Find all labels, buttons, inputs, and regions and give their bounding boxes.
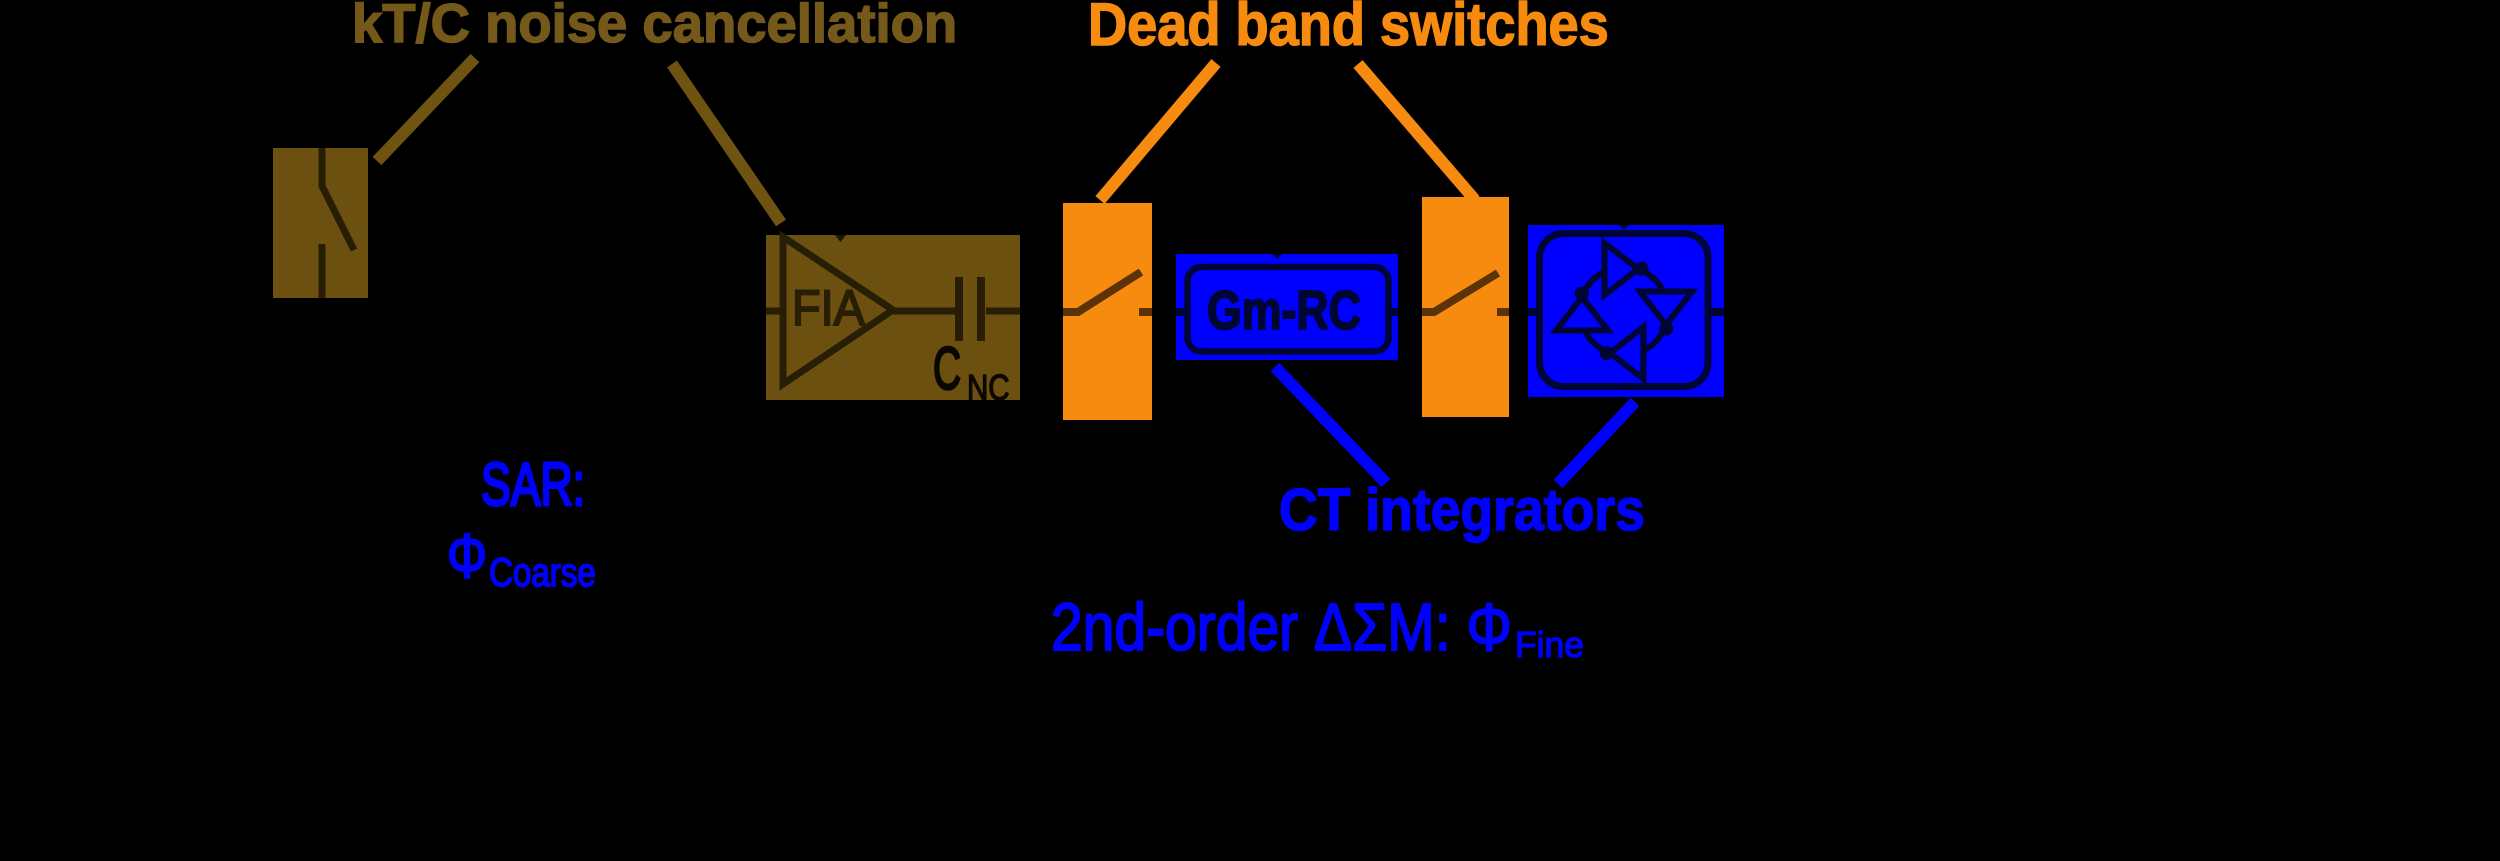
svg-text:Dead band switches: Dead band switches	[1088, 0, 1609, 59]
svg-text:Coarse: Coarse	[489, 550, 596, 595]
svg-text:SAR:: SAR:	[481, 452, 585, 519]
svg-text:C: C	[933, 334, 961, 402]
svg-text:CT integrators: CT integrators	[1279, 477, 1645, 543]
svg-text:kT/C noise cancellation: kT/C noise cancellation	[352, 0, 957, 54]
svg-text:FIA: FIA	[792, 281, 865, 337]
svg-text:Fine: Fine	[1515, 625, 1584, 665]
svg-text:Gm-RC: Gm-RC	[1207, 280, 1361, 341]
svg-text:NC: NC	[967, 367, 1010, 407]
svg-text:2nd-order ΔΣM: Φ: 2nd-order ΔΣM: Φ	[1051, 591, 1512, 665]
svg-text:Φ: Φ	[447, 521, 487, 590]
